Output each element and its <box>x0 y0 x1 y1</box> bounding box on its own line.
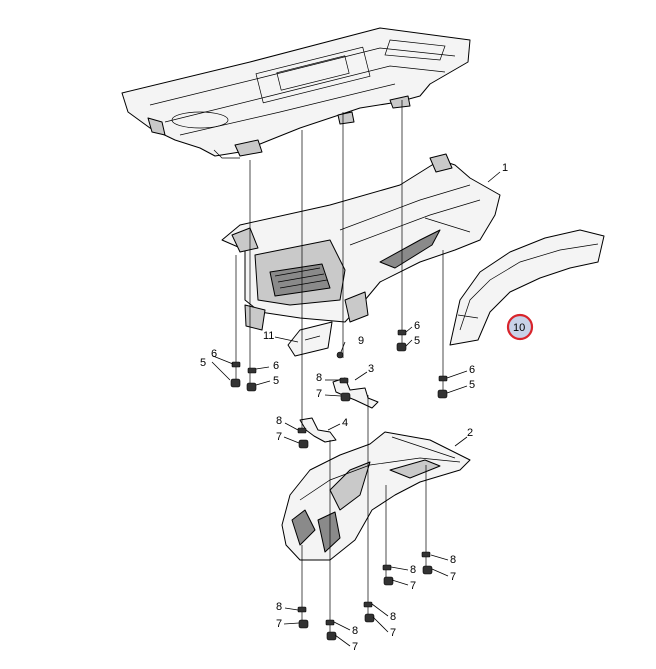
callout-8: 8 <box>276 601 282 613</box>
callout-7: 7 <box>276 618 282 630</box>
callout-6: 6 <box>273 360 279 372</box>
center-console <box>221 153 501 331</box>
callout-8: 8 <box>276 415 282 427</box>
callout-labels: 1 2 3 4 5 6 6 5 6 5 6 5 9 11 8 7 8 7 8 7… <box>200 162 525 653</box>
wheel-flare <box>449 229 605 346</box>
callout-7: 7 <box>450 571 456 583</box>
callout-7: 7 <box>316 388 322 400</box>
callout-7: 7 <box>352 641 358 653</box>
callout-1: 1 <box>502 162 508 174</box>
callout-10: 10 <box>513 322 525 334</box>
callout-11: 11 <box>263 330 274 342</box>
callout-2: 2 <box>467 427 473 439</box>
callout-8: 8 <box>352 625 358 637</box>
callout-5: 5 <box>273 375 279 387</box>
callout-8: 8 <box>450 554 456 566</box>
callout-8: 8 <box>316 372 322 384</box>
callout-5: 5 <box>200 357 206 369</box>
callout-6: 6 <box>414 320 420 332</box>
callout-6: 6 <box>211 348 217 360</box>
callout-7: 7 <box>410 580 416 592</box>
floor-panel <box>121 27 471 159</box>
leader-lines <box>211 171 501 647</box>
callout-6: 6 <box>469 364 475 376</box>
callout-4: 4 <box>342 417 348 429</box>
callout-8: 8 <box>410 564 416 576</box>
callout-5: 5 <box>414 335 420 347</box>
callout-5-right: 5 <box>469 379 475 391</box>
fasteners <box>230 329 448 641</box>
callout-7: 7 <box>276 431 282 443</box>
highlight-ring <box>506 313 534 341</box>
callout-3: 3 <box>368 363 374 375</box>
underbody-shield <box>281 431 471 561</box>
callout-7: 7 <box>390 627 396 639</box>
bracket-3 <box>332 377 379 409</box>
callout-8: 8 <box>390 611 396 623</box>
bracket-4 <box>299 417 337 443</box>
callout-9: 9 <box>358 335 364 347</box>
